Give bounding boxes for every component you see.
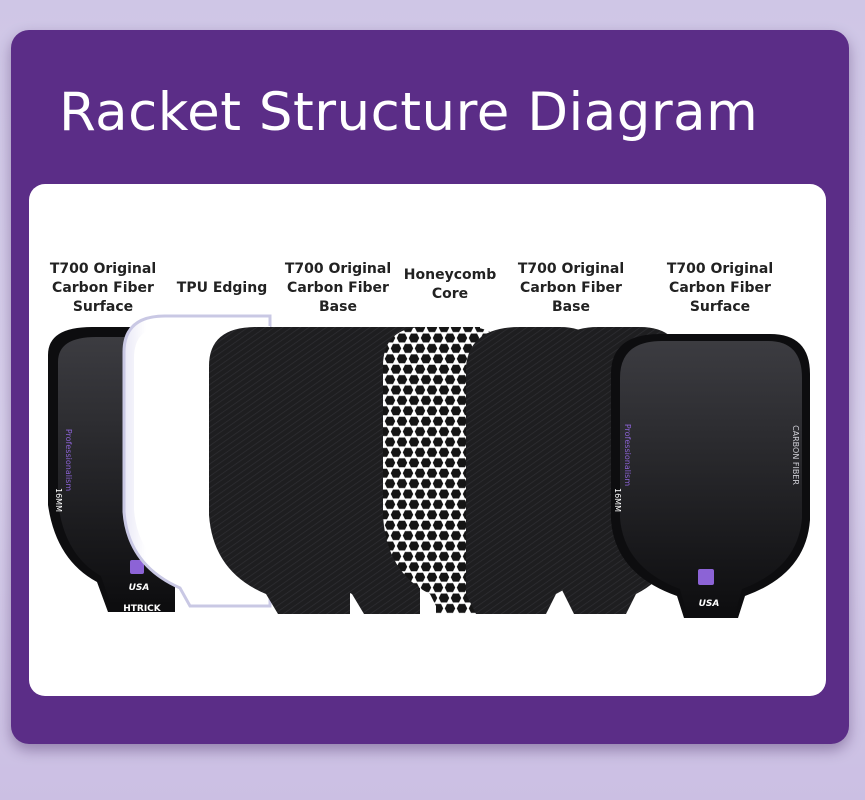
brand-logo-icon: [130, 560, 144, 574]
paddle-model-text: Professionalism: [64, 429, 73, 491]
paddle-brand-text: HTRICK: [123, 604, 162, 614]
diagram-title: Racket Structure Diagram: [59, 82, 759, 143]
paddle-thickness-text: 16MM: [54, 488, 63, 512]
paddle-back-thickness-text: 16MM: [613, 488, 622, 512]
paddle-back-surface: Professionalism 16MM CARBON FIBER USA: [611, 334, 810, 618]
back-brand-logo-icon: [698, 569, 714, 585]
label-tpu-edging: TPU Edging: [176, 280, 268, 296]
paddle-country-text: USA: [129, 583, 150, 593]
paddle-material-text: CARBON FIBER: [791, 425, 800, 485]
paddle-back-model-text: Professionalism: [623, 424, 632, 486]
paddle-back-country-text: USA: [699, 599, 720, 609]
